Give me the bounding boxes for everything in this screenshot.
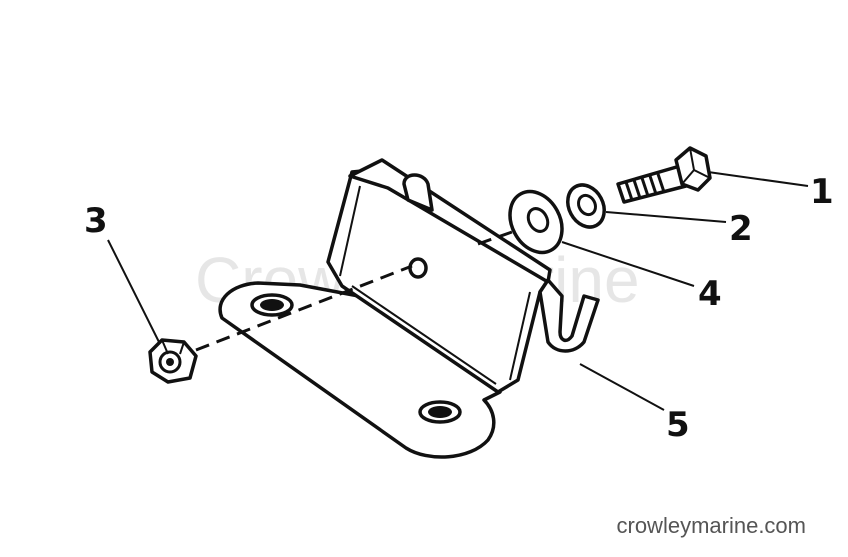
callout-label-3: 3 <box>84 201 108 241</box>
flat-washer-icon <box>508 189 564 255</box>
callout-label-2: 2 <box>729 209 753 249</box>
callout-label-1: 1 <box>810 172 834 212</box>
hex-nut-icon <box>148 338 198 384</box>
bolt-icon <box>616 146 712 204</box>
mounting-bracket-icon <box>218 158 600 459</box>
lock-washer-icon <box>566 183 606 229</box>
callout-label-4: 4 <box>698 274 722 314</box>
leader-lines <box>107 171 809 411</box>
callout-label-5: 5 <box>666 405 690 445</box>
assembly-axis-line <box>195 230 513 352</box>
footer-site-text: crowleymarine.com <box>617 513 807 538</box>
